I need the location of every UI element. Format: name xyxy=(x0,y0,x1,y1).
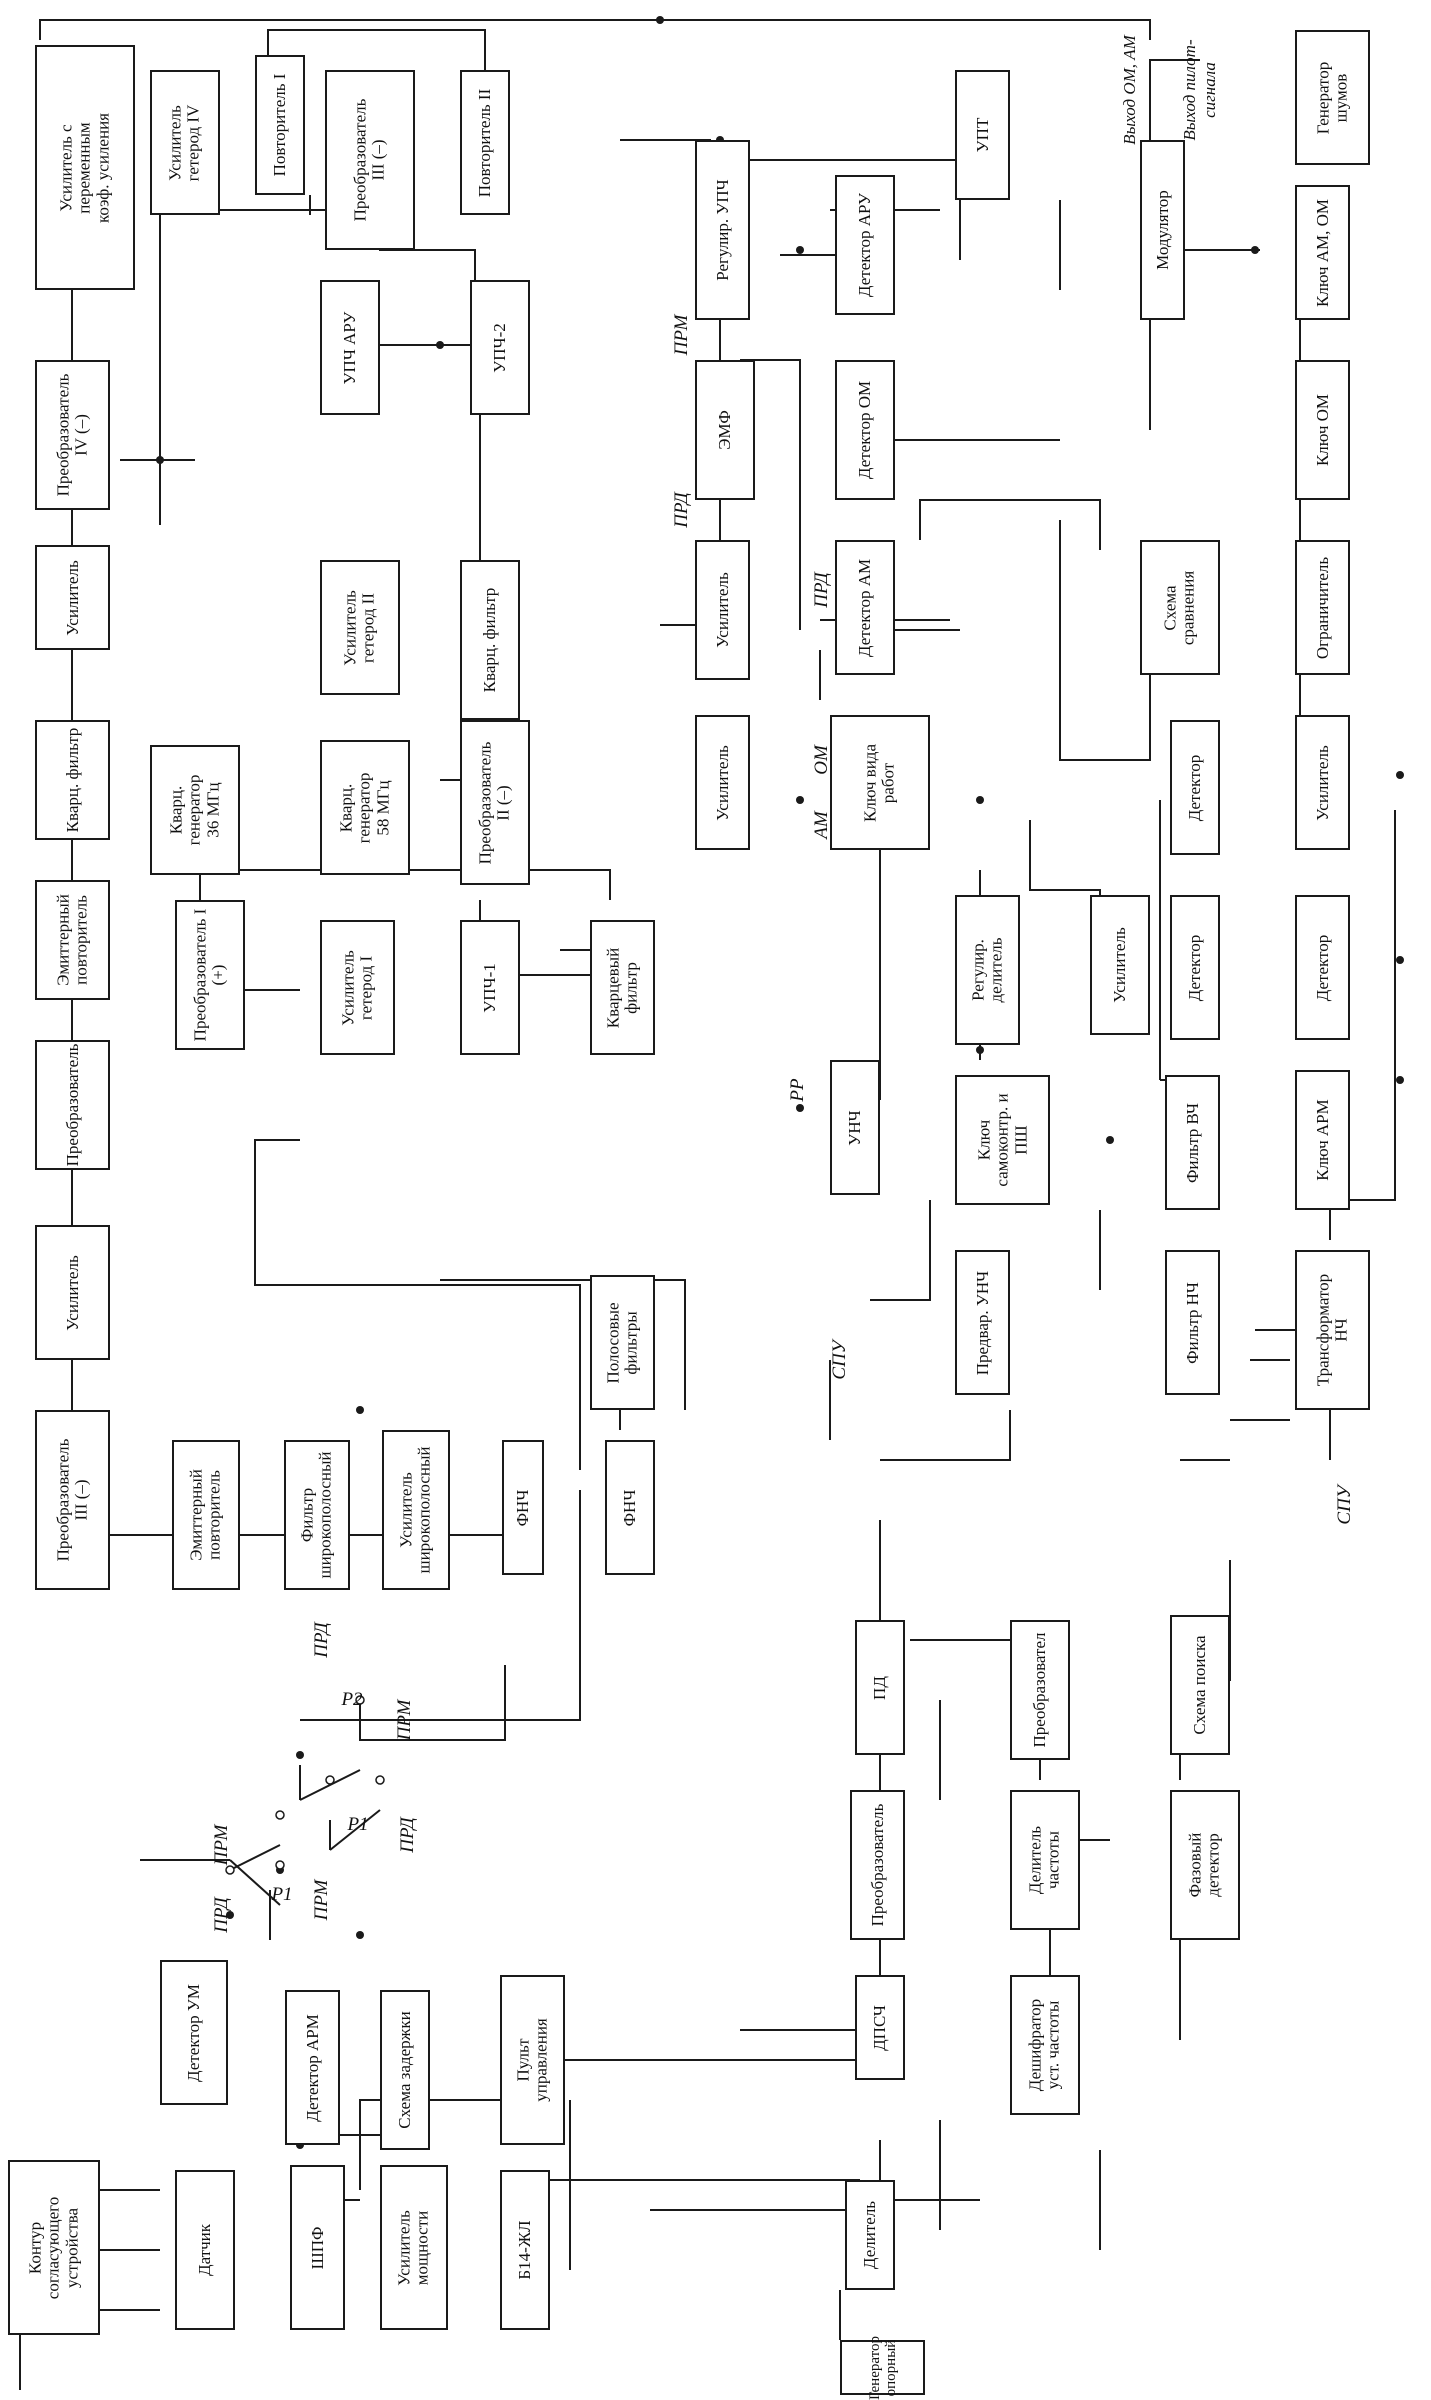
block-kvarc-gen-58: Кварц. генератор 58 МГц xyxy=(320,740,410,875)
block-usilitel-1: Усилитель xyxy=(35,545,110,650)
block-kontur: Контур согласующего устройства xyxy=(8,2160,100,2335)
block-preobr-4: Преобразователь IV (–) xyxy=(35,360,110,510)
label-spu-2: СПУ xyxy=(1334,1485,1355,1525)
label-prd-2: ПРД xyxy=(311,1622,332,1658)
block-fnch-2: ФНЧ xyxy=(605,1440,655,1575)
block-preobrazovatel-right: Преобразовател xyxy=(1010,1620,1070,1760)
block-preobrazovatel-left: Преобразователь xyxy=(35,1040,110,1170)
block-kvarc-gen-36: Кварц. генератор 36 МГц xyxy=(150,745,240,875)
block-datchik: Датчик xyxy=(175,2170,235,2330)
block-predvar-unch: Предвар. УНЧ xyxy=(955,1250,1010,1395)
block-preobr-3-bottom: Преобразователь III (–) xyxy=(35,1410,110,1590)
block-modulyator: Модулятор xyxy=(1140,140,1185,320)
block-usil-geterod-2: Усилитель гетерод II xyxy=(320,560,400,695)
label-prm-3: ПРМ xyxy=(311,1879,332,1921)
block-usil-shir: Усилитель широкополосный xyxy=(382,1430,450,1590)
block-detektor-um: Детектор УМ xyxy=(160,1960,228,2105)
label-prm-1: ПРМ xyxy=(211,1824,232,1866)
block-detektor-far: Детектор xyxy=(1295,895,1350,1040)
block-povtoritel-1: Повторитель I xyxy=(255,55,305,195)
block-filtr-shir: Фильтр широкополосный xyxy=(284,1440,350,1590)
block-skhema-poiska: Схема поиска xyxy=(1170,1615,1230,1755)
label-prd-am: ПРД xyxy=(811,572,832,608)
label-vykhod-om-am: Выход ОМ, АМ xyxy=(1120,35,1139,145)
block-preobrazovatel-center: Преобразователь xyxy=(850,1790,905,1940)
block-preobr-3-top: Преобразователь III (–) xyxy=(325,70,415,250)
block-emit-povt-2: Эмиттерный повторитель xyxy=(172,1440,240,1590)
block-upt: УПТ xyxy=(955,70,1010,200)
block-upch-1: УПЧ-1 xyxy=(460,920,520,1055)
block-usil-geterod-1: Усилитель гетерод I xyxy=(320,920,395,1055)
label-om: ОМ xyxy=(811,745,832,775)
label-prm-emf: ПРМ xyxy=(671,314,692,356)
block-b14: Б14-ЖЛ xyxy=(500,2170,550,2330)
block-klyuch-arm: Ключ АРМ xyxy=(1295,1070,1350,1210)
block-kvarc-filtr-1: Кварц. фильтр xyxy=(35,720,110,840)
block-preobr-2: Преобразователь II (–) xyxy=(460,720,530,885)
block-filtr-nch: Фильтр НЧ xyxy=(1165,1250,1220,1395)
block-transformator: Трансформатор НЧ xyxy=(1295,1250,1370,1410)
block-kvarc-filtr-2: Кварц. фильтр xyxy=(460,560,520,720)
block-upch-aru: УПЧ АРУ xyxy=(320,280,380,415)
block-upch-2: УПЧ-2 xyxy=(470,280,530,415)
block-dpch: ДПСЧ xyxy=(855,1975,905,2080)
label-spu-1: СПУ xyxy=(829,1340,850,1380)
block-detektor-1: Детектор xyxy=(1170,720,1220,855)
block-pult: Пульт управления xyxy=(500,1975,565,2145)
block-ogranichitel: Ограничитель xyxy=(1295,540,1350,675)
block-detektor-2: Детектор xyxy=(1170,895,1220,1040)
block-generator-shumov: Генератор шумов xyxy=(1295,30,1370,165)
block-filtr-vch: Фильтр ВЧ xyxy=(1165,1075,1220,1210)
label-pp: РР xyxy=(787,1078,808,1102)
block-emit-povt-1: Эмиттерный повторитель xyxy=(35,880,110,1000)
block-generator-opornyy: Генератор опорный xyxy=(840,2336,925,2400)
block-usilitel-variable-gain: Усилитель с переменным коэф. усиления xyxy=(35,45,135,290)
block-klyuch-am-om: Ключ АМ, ОМ xyxy=(1295,185,1350,320)
block-klyuch-samokontr: Ключ самоконтр. и ПШ xyxy=(955,1075,1050,1205)
block-usilitel-mid2: Усилитель xyxy=(695,715,750,850)
block-kvarc-filtr-3: Кварцевый фильтр xyxy=(590,920,655,1055)
block-delitel: Делитель xyxy=(845,2180,895,2290)
block-emf: ЭМФ xyxy=(695,360,755,500)
block-regulir-upch: Регулир. УПЧ xyxy=(695,140,750,320)
block-polos-filtry: Полосовые фильтры xyxy=(590,1275,655,1410)
block-pd: ПД xyxy=(855,1620,905,1755)
block-usil-geterod-4: Усилитель гетерод IV xyxy=(150,70,220,215)
block-preobr-1: Преобразователь I (+) xyxy=(175,900,245,1050)
block-usilitel-far: Усилитель xyxy=(1295,715,1350,850)
block-usilitel-right: Усилитель xyxy=(1090,895,1150,1035)
label-p2: P2 xyxy=(341,1689,363,1710)
block-skhema-zaderzhki: Схема задержки xyxy=(380,1990,430,2150)
block-fazovyy-detektor: Фазовый детектор xyxy=(1170,1790,1240,1940)
label-prd-emf: ПРД xyxy=(671,492,692,528)
block-detektor-om: Детектор ОМ xyxy=(835,360,895,500)
block-klyuch-om: Ключ ОМ xyxy=(1295,360,1350,500)
label-p1-b: P1 xyxy=(347,1814,369,1835)
label-prd-3: ПРД xyxy=(397,1817,418,1853)
block-unch: УНЧ xyxy=(830,1060,880,1195)
block-usilitel-2: Усилитель xyxy=(35,1225,110,1360)
block-povtoritel-2: Повторитель II xyxy=(460,70,510,215)
block-detektor-aru: Детектор АРУ xyxy=(835,175,895,315)
block-klyuch-vida: Ключ вида работ xyxy=(830,715,930,850)
block-shpf: ШПФ xyxy=(290,2165,345,2330)
label-prd-1: ПРД xyxy=(211,1897,232,1933)
label-vykhod-pilot: Выход пилот- сигнала xyxy=(1180,39,1219,141)
block-detektor-am: Детектор АМ xyxy=(835,540,895,675)
block-usil-moshchnosti: Усилитель мощности xyxy=(380,2165,448,2330)
block-delitel-chastoty: Делитель частоты xyxy=(1010,1790,1080,1930)
block-deshifrator: Дешифратор уст. частоты xyxy=(1010,1975,1080,2115)
block-regulir-delitel: Регулир. делитель xyxy=(955,895,1020,1045)
label-prm-2: ПРМ xyxy=(394,1699,415,1741)
block-skhema-sravneniya: Схема сравнения xyxy=(1140,540,1220,675)
label-p1-a: P1 xyxy=(271,1884,293,1905)
block-detektor-arm: Детектор АРМ xyxy=(285,1990,340,2145)
block-usilitel-mid: Усилитель xyxy=(695,540,750,680)
label-am: АМ xyxy=(811,811,832,839)
block-fnch-1: ФНЧ xyxy=(502,1440,544,1575)
